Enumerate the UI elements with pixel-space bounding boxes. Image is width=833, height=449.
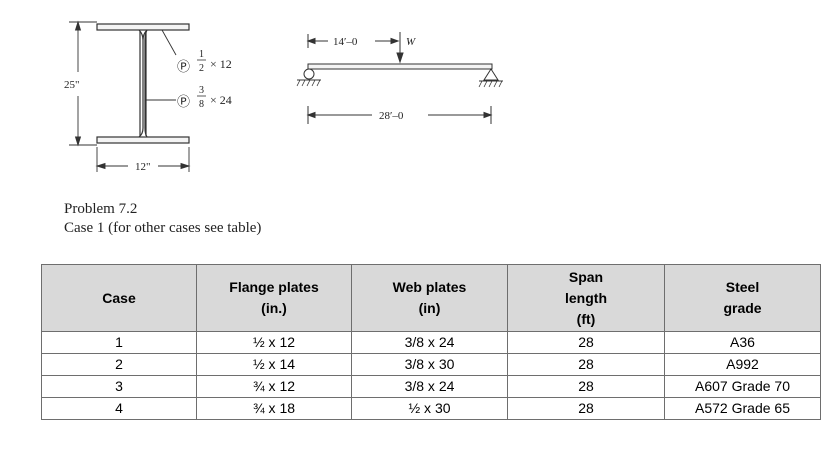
header-line: Span xyxy=(568,268,604,285)
cell-steel-grade: A572 Grade 65 xyxy=(664,397,821,420)
bottom-flange-plate xyxy=(96,136,190,144)
span-label: 28′–0 xyxy=(379,110,404,122)
flange-leader xyxy=(161,29,177,56)
roller-support xyxy=(483,68,499,81)
table-header-row: Case Flange plates (in.) Web plates (in)… xyxy=(41,264,821,332)
header-web-plates: Web plates (in) xyxy=(351,264,508,332)
cell-flange-plates: ½ x 12 xyxy=(196,331,352,354)
beam-diagram xyxy=(296,32,503,124)
flange-width-text: × 12 xyxy=(210,57,232,71)
svg-text:Ⓟ: Ⓟ xyxy=(177,59,190,74)
problem-title: Problem 7.2 xyxy=(64,201,138,217)
cell-span-length: 28 xyxy=(507,353,665,376)
cell-flange-plates: ¾ x 18 xyxy=(196,397,352,420)
cell-web-plates: 3/8 x 24 xyxy=(351,331,508,354)
header-case: Case xyxy=(41,264,197,332)
cell-span-length: 28 xyxy=(507,397,665,420)
cell-case: 2 xyxy=(41,353,197,376)
web-thickness-num: 3 xyxy=(199,85,204,96)
cases-table: Case Flange plates (in.) Web plates (in)… xyxy=(41,264,821,420)
girder-cross-section xyxy=(96,23,190,144)
web-plate-label: Ⓟ 3 8 × 24 xyxy=(177,85,232,110)
header-line: (in) xyxy=(418,300,441,316)
cell-steel-grade: A607 Grade 70 xyxy=(664,375,821,398)
depth-dimension xyxy=(69,20,97,147)
header-line: grade xyxy=(723,300,762,316)
svg-text:Ⓟ: Ⓟ xyxy=(177,94,190,109)
cell-web-plates: 3/8 x 30 xyxy=(351,353,508,376)
header-span-length: Span length (ft) xyxy=(507,264,665,332)
header-line: Steel xyxy=(725,279,760,295)
cell-case: 4 xyxy=(41,397,197,420)
header-line: Flange plates xyxy=(229,279,319,295)
cell-flange-plates: ½ x 14 xyxy=(196,353,352,376)
header-line: (in.) xyxy=(261,300,287,316)
cell-steel-grade: A992 xyxy=(664,353,821,376)
flange-thickness-den: 2 xyxy=(199,63,204,74)
flange-thickness-num: 1 xyxy=(199,49,204,60)
header-flange-plates: Flange plates (in.) xyxy=(196,264,352,332)
cell-flange-plates: ¾ x 12 xyxy=(196,375,352,398)
load-position-label: 14′–0 xyxy=(333,36,358,48)
header-line: Web plates xyxy=(392,279,467,295)
header-line: (ft) xyxy=(576,310,596,327)
cell-case: 3 xyxy=(41,375,197,398)
cell-span-length: 28 xyxy=(507,331,665,354)
table-row: 3 ¾ x 12 3/8 x 24 28 A607 Grade 70 xyxy=(41,375,821,398)
table-row: 4 ¾ x 18 ½ x 30 28 A572 Grade 65 xyxy=(41,397,821,420)
pin-support xyxy=(303,68,315,80)
cell-span-length: 28 xyxy=(507,375,665,398)
web-depth-text: × 24 xyxy=(210,93,232,107)
cell-steel-grade: A36 xyxy=(664,331,821,354)
load-label: W xyxy=(406,36,416,48)
problem-figure: 25" 12" Ⓟ 1 2 × 12 Ⓟ 3 8 × 24 xyxy=(64,20,503,173)
beam-member xyxy=(307,63,493,70)
flange-plate-label: Ⓟ 1 2 × 12 xyxy=(177,49,232,74)
cell-case: 1 xyxy=(41,331,197,354)
header-steel-grade: Steel grade xyxy=(664,264,821,332)
header-line: length xyxy=(565,289,607,306)
depth-label: 25" xyxy=(64,79,80,91)
width-label: 12" xyxy=(135,161,151,173)
width-dimension xyxy=(95,147,191,172)
case-note: Case 1 (for other cases see table) xyxy=(64,220,262,236)
top-flange-plate xyxy=(96,23,190,31)
cell-web-plates: ½ x 30 xyxy=(351,397,508,420)
table-row: 2 ½ x 14 3/8 x 30 28 A992 xyxy=(41,353,821,376)
web-thickness-den: 8 xyxy=(199,99,204,110)
header-line: Case xyxy=(102,289,136,306)
cell-web-plates: 3/8 x 24 xyxy=(351,375,508,398)
table-row: 1 ½ x 12 3/8 x 24 28 A36 xyxy=(41,331,821,354)
